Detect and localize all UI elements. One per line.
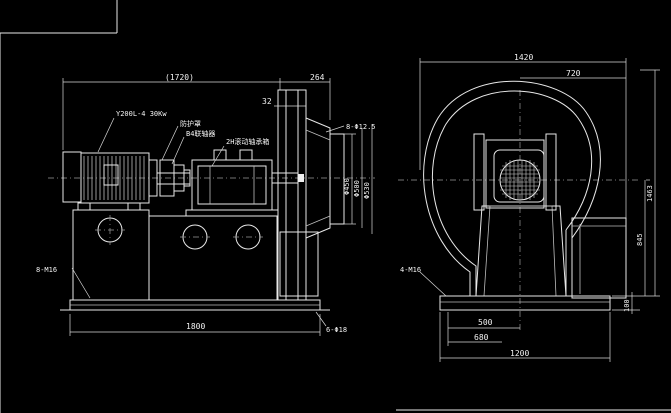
volute [423,80,601,296]
label-motor: Y200L-4 30Kw [116,110,167,118]
dim-base-length: 1800 [186,322,205,331]
dim-side-height: 1463 [646,185,654,202]
label-anchor-left: 8-M16 [36,266,57,274]
dim-680: 680 [474,333,489,342]
outlet-duct [571,217,627,299]
dim-d450: Φ450 [343,178,351,195]
fan-grille [493,149,545,203]
side-view: 1420 720 1463 845 100 500 680 1200 4-M16 [398,53,660,362]
dim-shaft-height: 845 [636,233,644,246]
coupling [159,159,191,197]
dim-flange-gap: 32 [262,97,272,106]
label-base-holes: 6-Φ18 [326,326,347,334]
label-anchor-right: 4-M16 [400,266,421,274]
fan-casing [277,89,345,301]
dim-d500: Φ500 [353,180,361,197]
label-bearing-box: 2H滚动轴承箱 [226,137,269,146]
base-frame [60,299,330,311]
dim-flange-depth: 264 [310,73,325,82]
label-guard: 防护罩 [180,119,201,128]
dim-d530: Φ530 [363,182,371,199]
dim-base-height: 100 [623,299,631,312]
dim-side-width: 1420 [514,53,533,62]
dim-500: 500 [478,318,493,327]
motor [62,151,190,211]
front-view: (1720) 264 32 1800 Y200L-4 30Kw 防护罩 B4联轴… [36,73,376,336]
dim-front-width: (1720) [165,73,194,82]
dim-1200: 1200 [510,349,529,358]
label-bolt-holes: 8-Φ12.5 [346,123,376,131]
bearing-pedestal [148,215,278,301]
motor-pedestal [72,209,150,301]
bearing-box [185,149,298,217]
dim-half-width: 720 [566,69,581,78]
front-dimensions [62,78,373,336]
label-coupling: B4联轴器 [186,129,215,138]
side-base [439,295,611,311]
side-dimensions [419,58,660,362]
